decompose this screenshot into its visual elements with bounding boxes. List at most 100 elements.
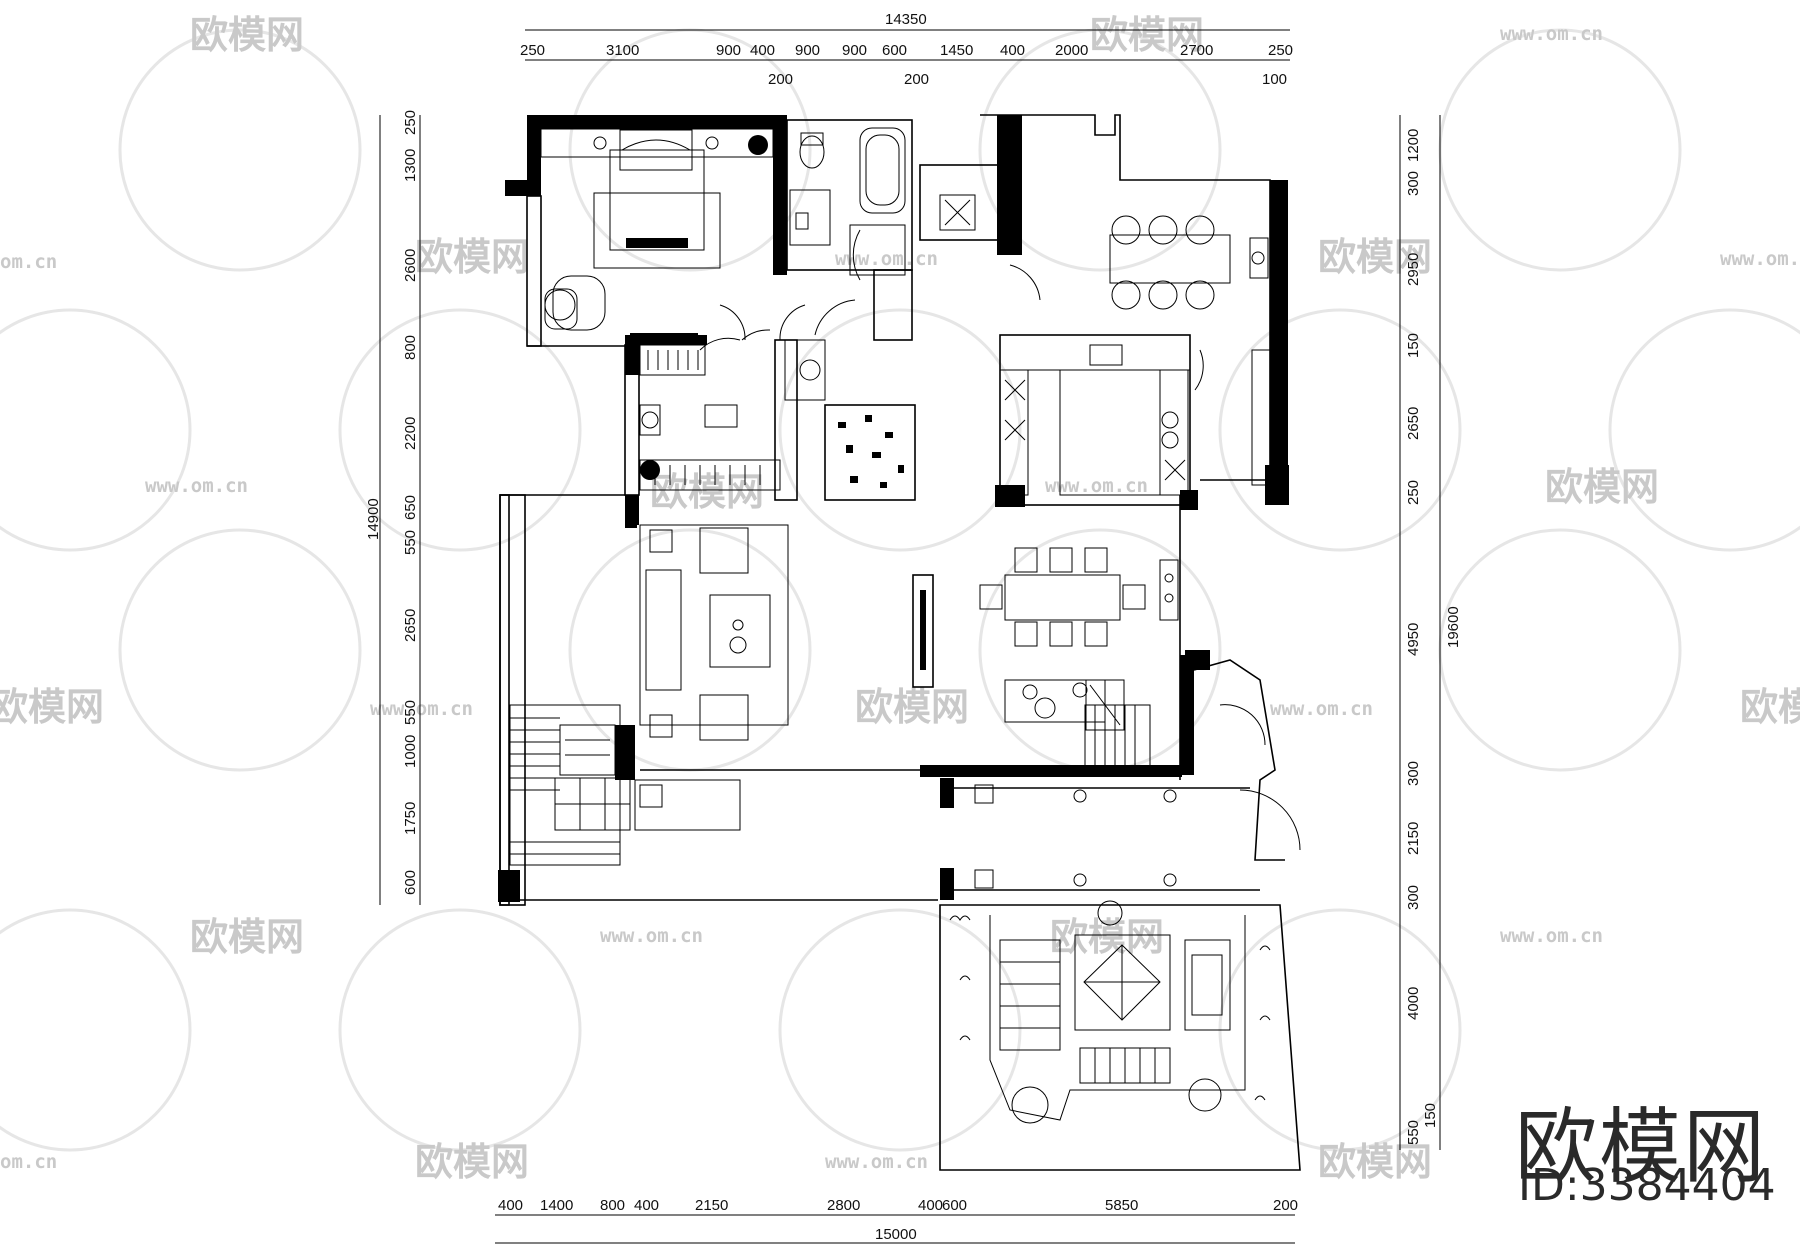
watermark-url: www.om.cn [1500, 23, 1603, 45]
top-dim: 3100 [606, 42, 639, 59]
corridor-cabinet [939, 194, 1041, 301]
right-dim: 550 [1405, 1120, 1422, 1145]
watermark-brand: 欧模网 [0, 685, 104, 729]
left-dim: 650 [402, 495, 419, 520]
watermark-brand: 欧模网 [190, 13, 304, 57]
door-arcs [719, 304, 1266, 746]
top-sub-dim: 200 [904, 71, 929, 88]
watermark-url: www.om.cn [600, 925, 703, 947]
bottom-dim: 600 [942, 1197, 967, 1214]
top-dimensions: 14350 250 3100 900 400 900 900 600 1450 … [520, 11, 1293, 88]
right-dimensions: 19600 1200 300 2950 150 2650 250 4950 30… [1405, 129, 1462, 1145]
top-sub-dim: 100 [1262, 71, 1287, 88]
top-dim: 400 [750, 42, 775, 59]
watermark-brand: 欧模网 [1090, 13, 1204, 57]
bottom-total-dim: 15000 [875, 1226, 917, 1243]
left-dim: 800 [402, 335, 419, 360]
watermark-url: www.om.cn [1270, 698, 1373, 720]
top-dim: 1450 [940, 42, 973, 59]
left-dim: 550 [402, 700, 419, 725]
left-dim: 1000 [402, 735, 419, 768]
top-dim: 600 [882, 42, 907, 59]
watermark-id: ID:3384404 [1518, 1160, 1776, 1211]
left-dim: 550 [402, 530, 419, 555]
right-dim: 300 [1405, 885, 1422, 910]
right-dim: 300 [1405, 171, 1422, 196]
right-dim: 2950 [1405, 253, 1422, 286]
left-dimensions: 14900 250 1300 2600 800 2200 650 550 265… [365, 110, 419, 895]
watermark-url: www.om.cn [1045, 475, 1148, 497]
terrace-scatter [824, 404, 916, 501]
bottom-dimensions: 400 1400 800 400 2150 2800 400 600 5850 … [498, 1197, 1298, 1243]
watermark-url: om.cn [0, 251, 57, 273]
left-dim: 600 [402, 870, 419, 895]
watermark-brand: 欧模网 [1318, 235, 1432, 279]
top-dim: 900 [842, 42, 867, 59]
watermark-brand: 欧模网 [1050, 915, 1164, 959]
right-dim: 1200 [1405, 129, 1422, 162]
bottom-dim: 5850 [1105, 1197, 1138, 1214]
left-dim: 2650 [402, 609, 419, 642]
dimension-lines [379, 29, 1441, 1244]
kitchen [999, 334, 1191, 496]
study-room [639, 329, 826, 491]
bottom-dim: 2800 [827, 1197, 860, 1214]
left-dim: 250 [402, 110, 419, 135]
left-dim: 1300 [402, 149, 419, 182]
dining-room-top-right [1109, 215, 1271, 486]
watermark-brand: 欧模网 [415, 1140, 529, 1184]
left-dim: 2600 [402, 249, 419, 282]
watermark-brand: 欧模网 [650, 470, 764, 514]
top-sub-dim: 200 [768, 71, 793, 88]
right-dim: 2150 [1405, 822, 1422, 855]
right-total-dim: 19600 [1445, 606, 1462, 648]
watermark-url: www.om.cn [1500, 925, 1603, 947]
right-dim: 4000 [1405, 987, 1422, 1020]
top-dim: 250 [1268, 42, 1293, 59]
watermark-url: www.om.cn [1720, 248, 1800, 270]
watermark-url: www.om.cn [370, 698, 473, 720]
watermark-logo-text: 欧模网 [1515, 1100, 1768, 1195]
top-dim: 900 [716, 42, 741, 59]
watermark-brand: 欧模网 [1318, 1140, 1432, 1184]
left-dim: 1750 [402, 802, 419, 835]
top-total-dim: 14350 [885, 11, 927, 28]
right-dim: 2650 [1405, 407, 1422, 440]
bottom-dim: 800 [600, 1197, 625, 1214]
top-dim: 400 [1000, 42, 1025, 59]
right-dim: 4950 [1405, 623, 1422, 656]
top-dim: 900 [795, 42, 820, 59]
watermark-url: www.om.cn [145, 475, 248, 497]
master-bedroom [540, 128, 774, 341]
bottom-dim: 400 [918, 1197, 943, 1214]
top-dim: 2000 [1055, 42, 1088, 59]
top-dim: 250 [520, 42, 545, 59]
walls [498, 114, 1289, 906]
watermark-brand: 欧模网 [190, 915, 304, 959]
right-dim: 150 [1405, 333, 1422, 358]
living-room [639, 524, 934, 771]
bottom-dim: 1400 [540, 1197, 573, 1214]
bathroom [789, 127, 906, 336]
watermark-brand: 欧模网 [1740, 685, 1800, 729]
bottom-dim: 400 [634, 1197, 659, 1214]
watermark-brand: 欧模网 [1545, 465, 1659, 509]
entry-hall [974, 784, 1301, 889]
watermark-url: om.cn [0, 1151, 57, 1173]
left-total-dim: 14900 [365, 498, 382, 540]
watermark-brand: 欧模网 [855, 685, 969, 729]
watermark-url: www.om.cn [825, 1151, 928, 1173]
right-dim: 250 [1405, 480, 1422, 505]
right-dim: 150 [1422, 1103, 1439, 1128]
bottom-dim: 2150 [695, 1197, 728, 1214]
garden [939, 900, 1301, 1171]
dining-room-middle [979, 547, 1179, 731]
right-dim: 300 [1405, 761, 1422, 786]
bottom-dim: 200 [1273, 1197, 1298, 1214]
left-dim: 2200 [402, 417, 419, 450]
stairs [509, 704, 1151, 866]
bottom-dim: 400 [498, 1197, 523, 1214]
watermark-brand: 欧模网 [415, 235, 529, 279]
top-dim: 2700 [1180, 42, 1213, 59]
